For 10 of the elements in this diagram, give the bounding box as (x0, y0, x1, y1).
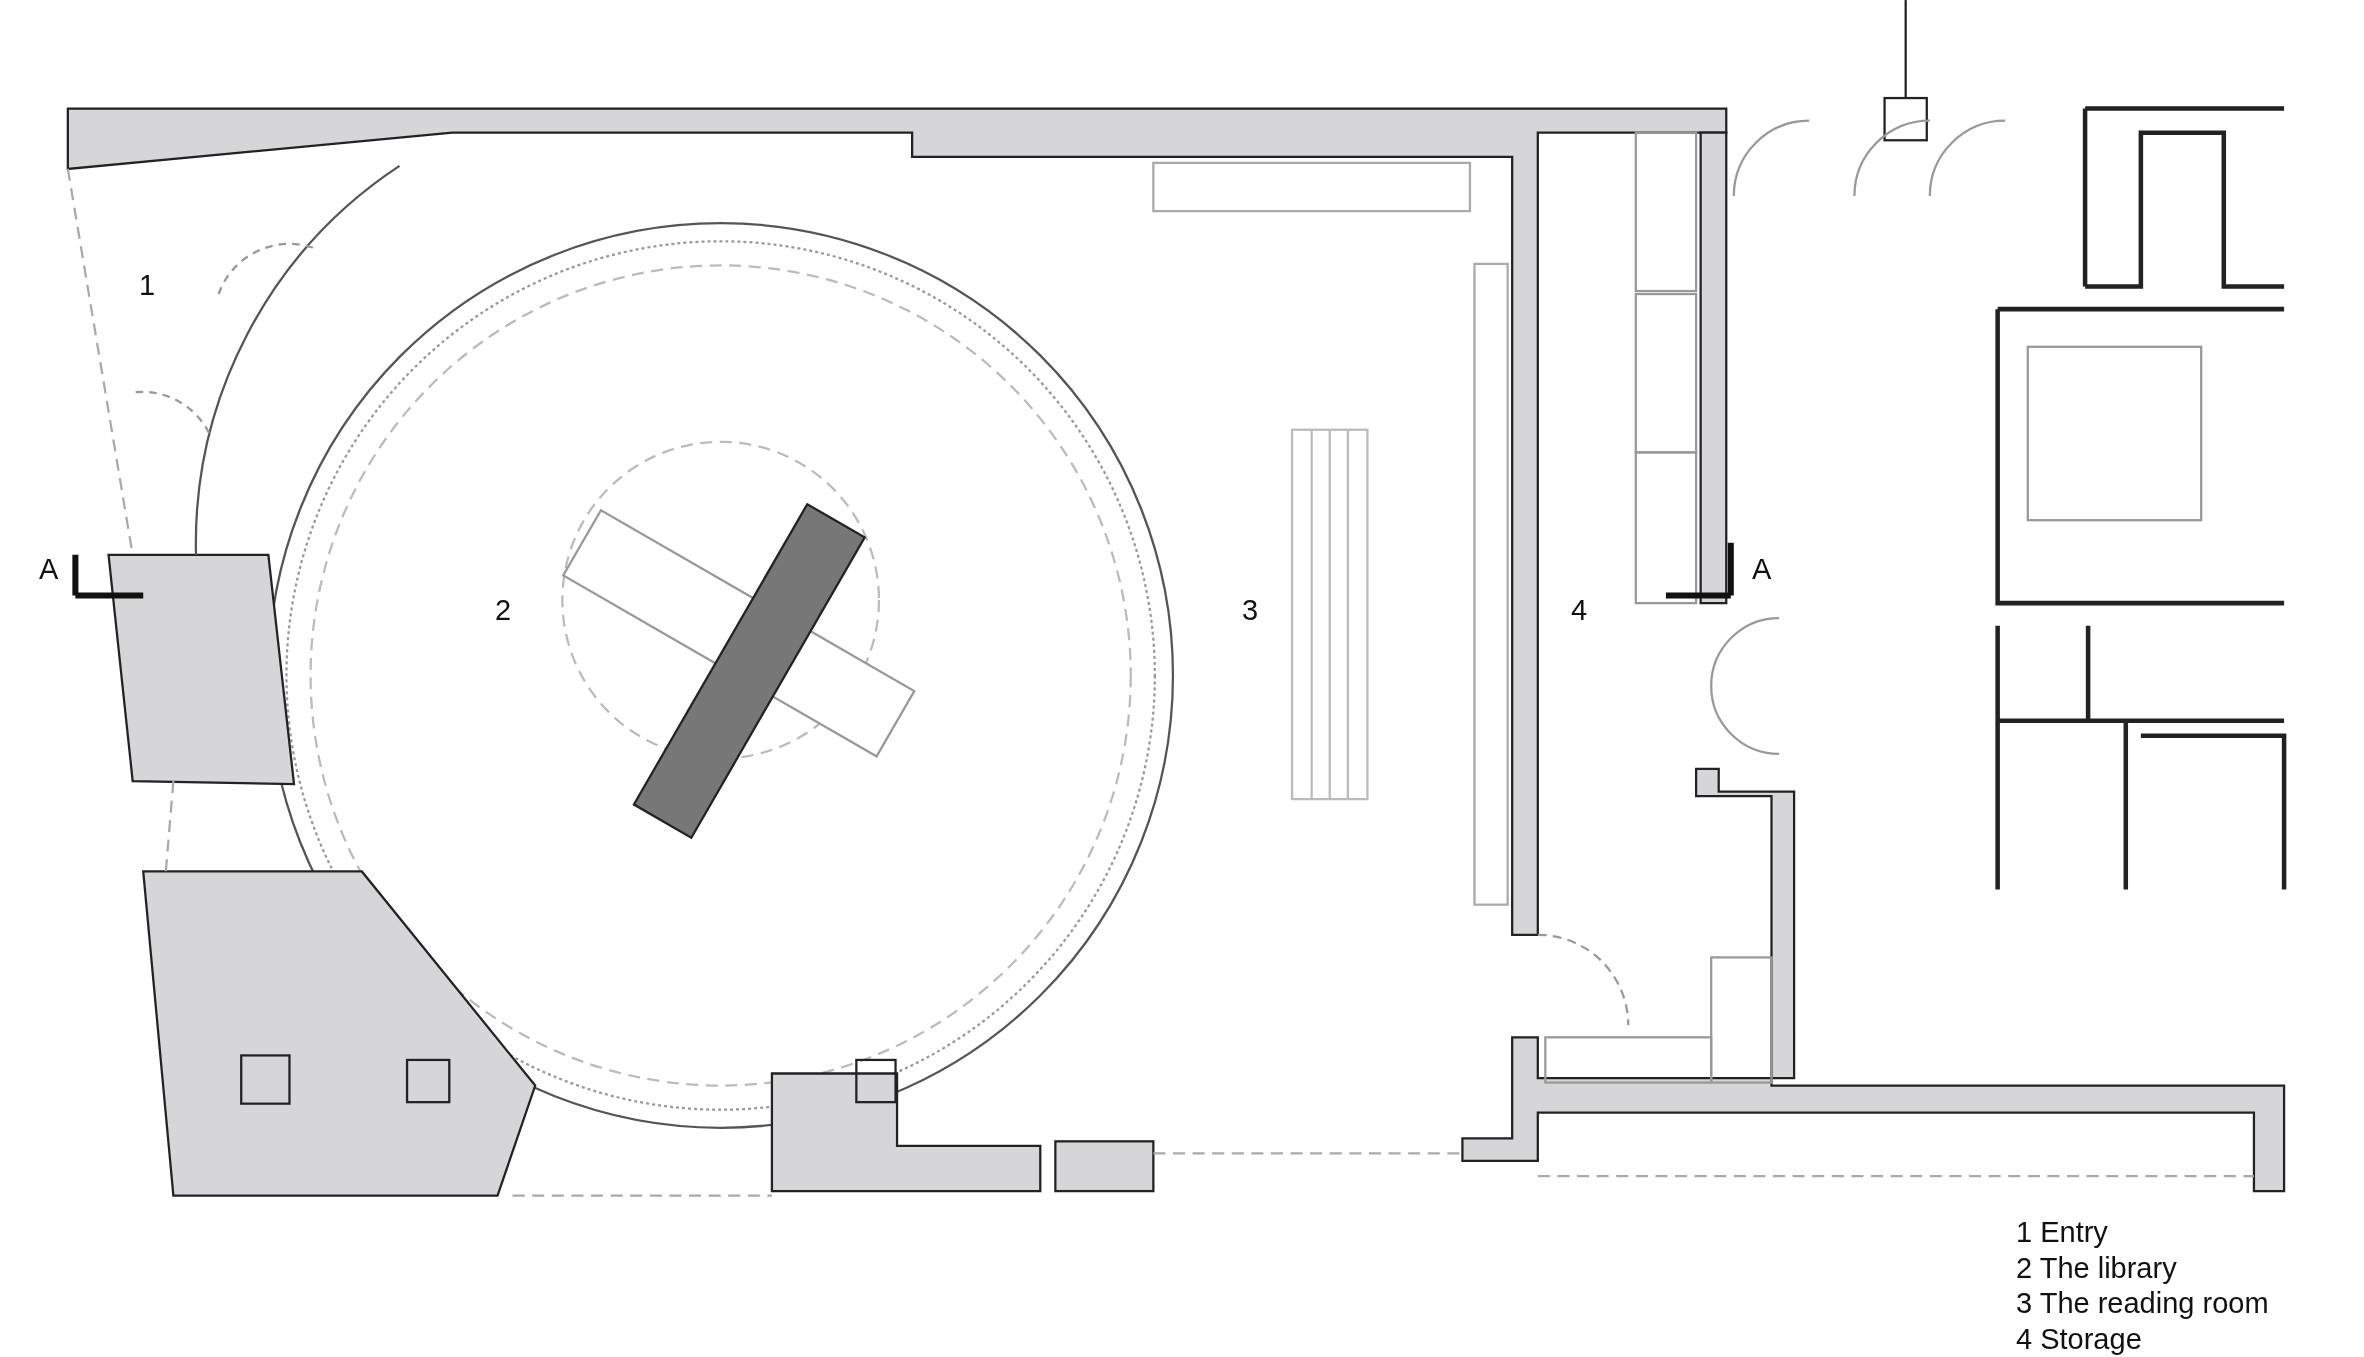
section-marker-label: A (1752, 555, 1772, 584)
room-number: 2 (495, 596, 512, 625)
legend-item: 2 The library (2016, 1254, 2177, 1283)
room-number: 4 (1571, 596, 1588, 625)
section-marker-label: A (39, 555, 59, 584)
room-number: 1 (139, 271, 156, 300)
room-number: 3 (1242, 596, 1259, 625)
legend-item: 3 The reading room (2016, 1289, 2269, 1318)
legend-item: 4 Storage (2016, 1325, 2142, 1354)
legend-item: 1 Entry (2016, 1218, 2108, 1247)
